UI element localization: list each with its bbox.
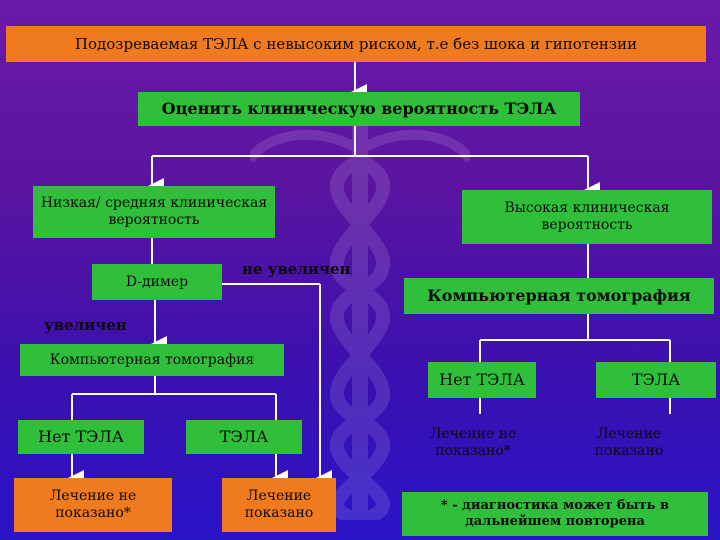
- pe-left-box: ТЭЛА: [186, 420, 302, 454]
- not-elevated-label: не увеличен: [242, 260, 351, 278]
- d-dimer-box: D-димер: [92, 264, 222, 300]
- no-pe-left-box: Нет ТЭЛА: [18, 420, 144, 454]
- caduceus-icon: [250, 120, 470, 520]
- ct-left-box: Компьютерная томография: [20, 344, 284, 376]
- high-probability-box: Высокая клиническая вероятность: [462, 190, 712, 244]
- treatment-left-box: Лечение показано: [222, 478, 336, 532]
- low-mid-probability-box: Низкая/ средняя клиническая вероятность: [33, 186, 275, 238]
- no-treatment-right-box: Лечение не показано*: [429, 426, 517, 459]
- no-treatment-left-box: Лечение не показано*: [14, 478, 172, 532]
- assess-probability-box: Оценить клиническую вероятность ТЭЛА: [138, 92, 580, 126]
- ct-right-box: Компьютерная томография: [404, 278, 714, 314]
- footnote-box: * - диагностика может быть в дальнейшем …: [402, 492, 708, 536]
- elevated-label: увеличен: [44, 316, 127, 334]
- no-pe-right-box: Нет ТЭЛА: [428, 362, 536, 398]
- suspected-pe-box: Подозреваемая ТЭЛА с невысоким риском, т…: [6, 26, 706, 62]
- pe-right-box: ТЭЛА: [596, 362, 716, 398]
- treatment-right-box: Лечение показано: [594, 426, 664, 459]
